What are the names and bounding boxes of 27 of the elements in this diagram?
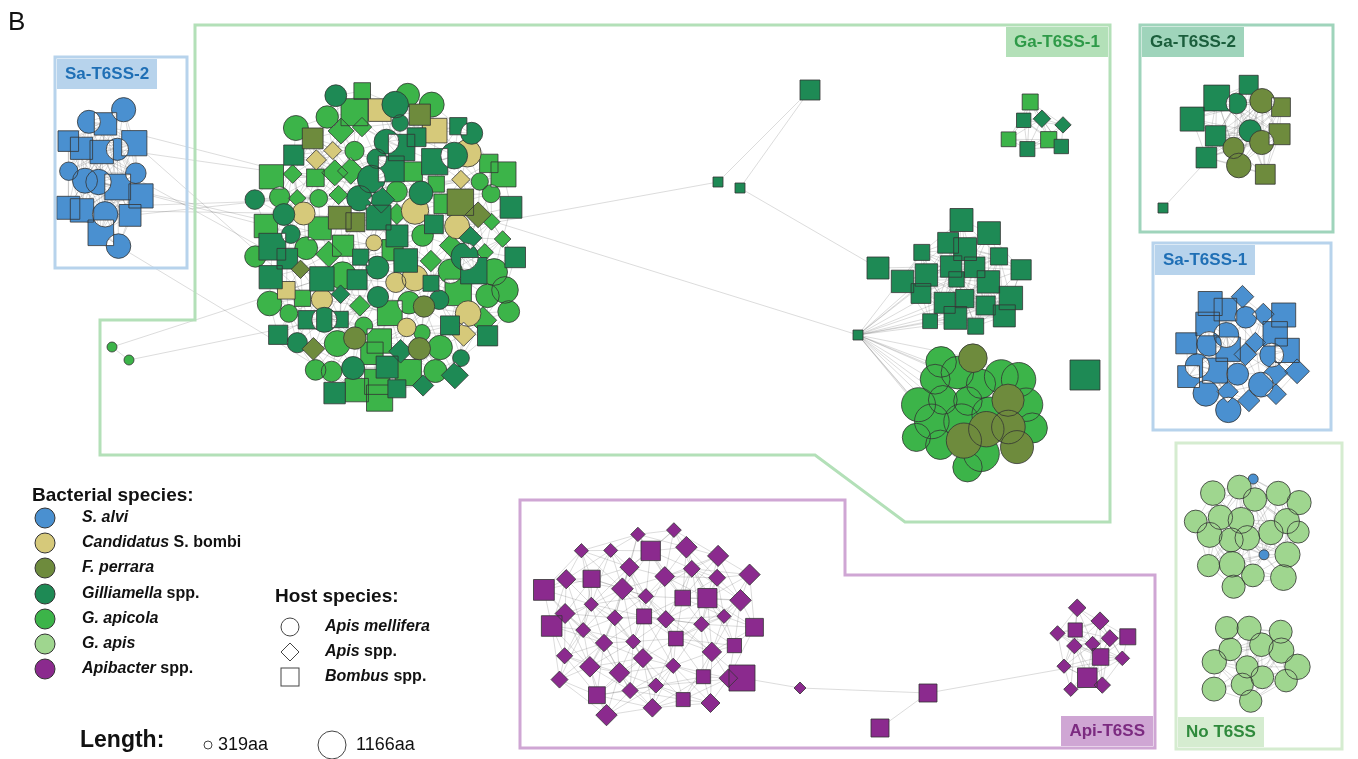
panel-letter: B	[8, 6, 26, 37]
legend-label: Apis spp.	[325, 642, 397, 660]
cluster-label: Ga-T6SS-2	[1142, 27, 1244, 57]
cluster-label: Sa-T6SS-1	[1155, 245, 1256, 275]
legend-label: F. perrara	[82, 558, 155, 576]
legend-heading: Length:	[80, 726, 165, 753]
legend-label: G. apicola	[82, 609, 159, 627]
legend-label: S. alvi	[82, 508, 129, 526]
legend-label: 319aa	[218, 734, 269, 755]
cluster-label: Api-T6SS	[1061, 716, 1153, 746]
cluster-outline	[1153, 243, 1331, 430]
legend-label: 1166aa	[356, 734, 415, 755]
legend-label: Apis mellifera	[325, 617, 430, 635]
legend-heading: Host species:	[275, 585, 399, 607]
legend-label: Bombus spp.	[325, 667, 427, 685]
cluster-label: Ga-T6SS-1	[1006, 27, 1108, 57]
cluster-label: No T6SS	[1178, 717, 1264, 747]
cluster-outline	[1140, 25, 1333, 232]
legend-heading: Bacterial species:	[32, 484, 194, 506]
cluster-outline	[520, 500, 1155, 748]
legend-label: Candidatus S. bombi	[82, 533, 242, 551]
cluster-outline	[55, 57, 187, 268]
cluster-outline	[1176, 443, 1342, 749]
legend-label: G. apis	[82, 634, 136, 652]
cluster-label: Sa-T6SS-2	[57, 59, 158, 89]
legend-label: Gilliamella spp.	[82, 584, 200, 602]
legend-label: Apibacter spp.	[82, 659, 194, 677]
